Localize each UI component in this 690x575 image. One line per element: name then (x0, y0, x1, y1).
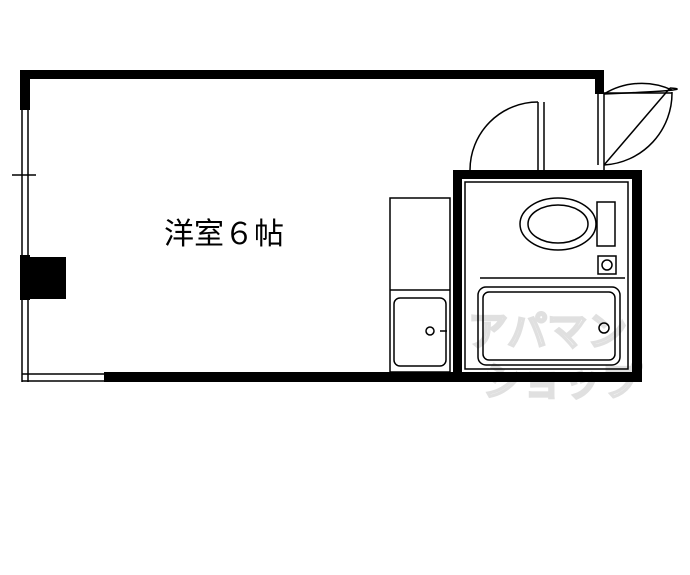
bottom-wall (104, 372, 461, 382)
main-room-walls (20, 70, 604, 382)
inner-door (469, 101, 545, 171)
bath-bottom-wall (453, 372, 642, 382)
entrance-upper-wall (595, 70, 604, 94)
bath-inner-outline (464, 181, 629, 370)
left-wall-middle (20, 255, 30, 300)
entrance-door (597, 82, 678, 170)
kitchen-counter (389, 197, 451, 373)
top-wall (20, 70, 604, 79)
bottom-window (22, 373, 104, 382)
pillar (28, 257, 66, 299)
watermark-text-line1: アパマン (468, 309, 627, 355)
unit-bath (453, 170, 642, 382)
bath-left-wall (453, 170, 462, 380)
left-window-lower (21, 300, 29, 382)
room-label-main: 洋室６帖 (164, 217, 284, 252)
sink-drain (425, 326, 435, 336)
toilet (519, 197, 617, 275)
left-window-upper (12, 110, 36, 255)
watermark-logo: アパマン ショップ (467, 308, 643, 406)
bath-top-wall (453, 170, 642, 179)
kitchen-sink (393, 297, 447, 367)
entrance-door-swing (603, 91, 673, 166)
left-wall-top (20, 70, 30, 110)
bathtub (477, 286, 621, 366)
bath-right-wall (632, 170, 642, 380)
